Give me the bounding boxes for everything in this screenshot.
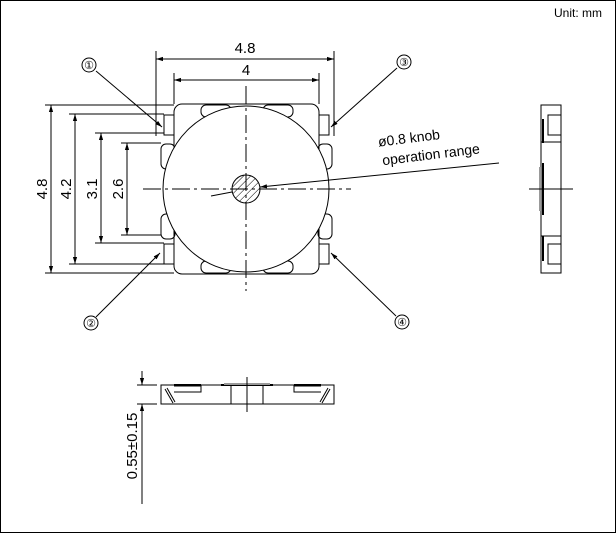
dim-height-26: 2.6 [110,179,127,200]
pin-1 [163,114,175,136]
pin-label-4: ④ [397,317,407,329]
pin-3 [318,114,330,136]
pin-label-3: ③ [399,57,409,69]
dim-height-pins: 4.2 [58,179,75,200]
dim-height-31: 3.1 [84,179,101,200]
unit-label: Unit: mm [554,6,602,20]
side-view [529,104,573,274]
profile-view [137,371,335,504]
top-view [45,51,500,318]
dim-width-inner: 4 [242,62,250,79]
dim-width-outer: 4.8 [235,40,256,57]
pin-label-1: ① [84,60,94,72]
dim-thickness: 0.55±0.15 [124,413,141,480]
pin-label-2: ② [86,318,96,330]
pin-4 [318,243,330,265]
callout-line1: ø0.8 knob [377,126,441,149]
dim-height-outer: 4.8 [34,179,51,200]
pin-2 [163,243,175,265]
